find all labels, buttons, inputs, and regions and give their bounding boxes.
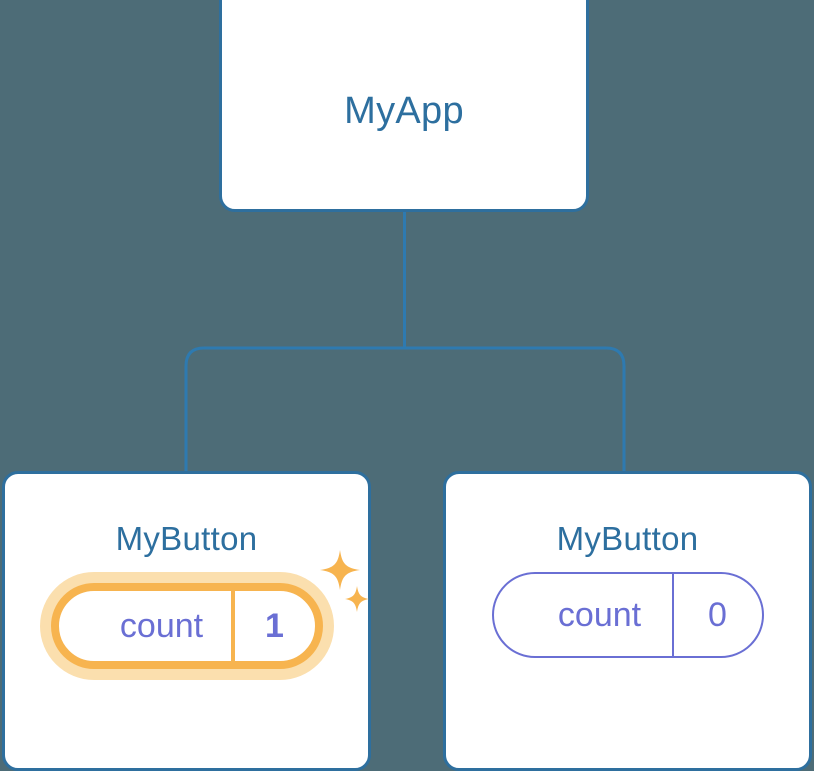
prop-value: 1 — [230, 591, 315, 661]
node-label: MyApp — [344, 90, 464, 132]
sparkle-icon — [344, 586, 369, 612]
prop-pill[interactable]: count 0 — [491, 572, 764, 658]
prop-pill-highlighted[interactable]: count 1 — [39, 550, 369, 680]
prop-pill-wrap: count 1 — [5, 550, 369, 680]
node-label: MyButton — [556, 520, 699, 557]
prop-key: count — [119, 606, 204, 645]
node-mybutton-right[interactable]: MyButton count 0 — [443, 471, 812, 771]
prop-key: count — [557, 595, 642, 634]
prop-pill-wrap: count 0 — [446, 572, 809, 658]
prop-pill-plain[interactable]: count 0 — [491, 572, 764, 658]
node-mybutton-left[interactable]: MyButton count 1 — [2, 471, 371, 771]
node-label: MyButton — [115, 520, 258, 557]
prop-pill[interactable]: count 1 — [50, 583, 323, 669]
connector-bracket — [184, 346, 626, 471]
prop-value: 0 — [671, 574, 762, 656]
sparkle-group — [319, 550, 369, 612]
node-myapp[interactable]: MyApp — [219, 0, 589, 212]
